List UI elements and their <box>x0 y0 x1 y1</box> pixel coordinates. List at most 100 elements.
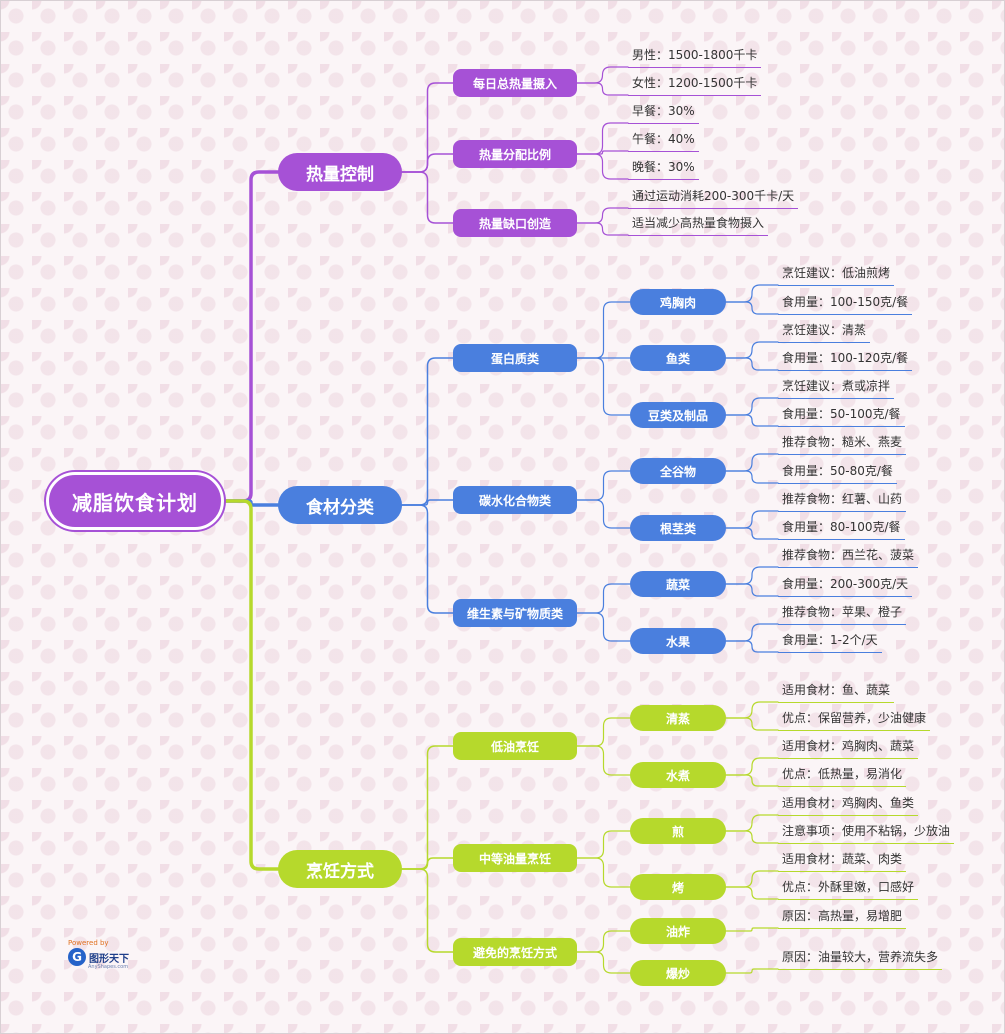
connector-root-2 <box>222 499 280 871</box>
connector-l2-1-2-0 <box>576 583 631 614</box>
leaf-0-1-1: 午餐：40% <box>628 131 699 152</box>
connector-l2-1-1-0 <box>576 470 631 501</box>
watermark-sub: AnyShapes.com <box>88 964 129 970</box>
category-node-1-1-label: 碳水化合物类 <box>478 493 551 508</box>
connector-l2-2-2-0 <box>576 930 631 953</box>
branch-node-0-label: 热量控制 <box>306 164 374 185</box>
item-node-2-2-1-label: 爆炒 <box>665 966 690 981</box>
leaf-1-0-2-1: 食用量：50-100克/餐 <box>778 406 905 427</box>
connector-leaf-0-1-2 <box>576 153 629 180</box>
leaf-1-2-0-0: 推荐食物：西兰花、菠菜 <box>778 547 919 568</box>
category-node-1-0-label: 蛋白质类 <box>490 351 539 366</box>
item-node-2-1-1[interactable]: 烤 <box>630 874 726 900</box>
item-node-1-2-0-label: 蔬菜 <box>665 577 690 592</box>
item-node-2-1-0[interactable]: 煎 <box>630 818 726 844</box>
leaf-1-0-0-1: 食用量：100-150克/餐 <box>778 294 913 315</box>
connector-leaf-2-0-1-1 <box>725 774 779 787</box>
item-node-1-2-1[interactable]: 水果 <box>630 628 726 654</box>
category-node-1-2[interactable]: 维生素与矿物质类 <box>453 599 577 627</box>
item-node-1-0-0-label: 鸡胸肉 <box>659 295 696 310</box>
item-node-2-2-0-label: 油炸 <box>665 924 690 939</box>
watermark-powered: Powered by <box>68 939 109 947</box>
connector-leaf-0-0-0 <box>576 66 629 84</box>
item-node-2-2-1[interactable]: 爆炒 <box>630 960 726 986</box>
connector-leaf-0-1-1 <box>576 150 629 155</box>
connector-l1-1-2 <box>401 504 454 614</box>
leaf-2-0-1-0: 适用食材：鸡胸肉、蔬菜 <box>778 738 919 759</box>
item-node-2-0-0-label: 清蒸 <box>665 711 690 726</box>
category-node-1-1[interactable]: 碳水化合物类 <box>453 486 577 514</box>
category-node-0-2[interactable]: 热量缺口创造 <box>453 209 577 237</box>
leaf-2-0-1-1: 优点：低热量，易消化 <box>778 766 907 787</box>
category-node-0-1[interactable]: 热量分配比例 <box>453 140 577 168</box>
connector-leaf-0-2-0 <box>576 207 629 224</box>
category-node-1-2-label: 维生素与矿物质类 <box>466 606 563 621</box>
connector-l1-2-0 <box>401 745 454 870</box>
connector-leaf-2-0-0-1 <box>725 717 779 731</box>
leaf-1-0-1-0: 烹饪建议：清蒸 <box>778 322 871 343</box>
leaf-2-0-0-1: 优点：保留营养，少油健康 <box>778 710 931 731</box>
connector-leaf-1-0-0-1 <box>725 301 779 315</box>
category-node-2-0-label: 低油烹饪 <box>490 739 539 754</box>
item-node-1-0-2[interactable]: 豆类及制品 <box>630 402 726 428</box>
connector-leaf-1-0-1-1 <box>725 357 779 371</box>
category-node-2-0[interactable]: 低油烹饪 <box>453 732 577 760</box>
leaf-0-0-0: 男性：1500-1800千卡 <box>628 47 762 68</box>
item-node-2-2-0[interactable]: 油炸 <box>630 918 726 944</box>
item-node-1-0-2-label: 豆类及制品 <box>647 408 708 423</box>
item-node-1-0-0[interactable]: 鸡胸肉 <box>630 289 726 315</box>
item-node-1-0-1-label: 鱼类 <box>665 351 690 366</box>
item-node-1-1-0[interactable]: 全谷物 <box>630 458 726 484</box>
leaf-1-0-2-0: 烹饪建议：煮或凉拌 <box>778 378 895 399</box>
branch-node-0[interactable]: 热量控制 <box>278 153 402 191</box>
connector-leaf-0-2-1 <box>576 222 629 236</box>
item-node-2-0-0[interactable]: 清蒸 <box>630 705 726 731</box>
connector-leaf-1-2-1-0 <box>725 623 779 642</box>
item-node-2-1-0-label: 煎 <box>671 824 684 839</box>
connector-l2-2-1-1 <box>576 857 631 888</box>
item-node-1-2-1-label: 水果 <box>665 634 690 649</box>
connector-leaf-2-2-1-0 <box>725 968 779 974</box>
item-node-2-1-1-label: 烤 <box>671 880 684 895</box>
leaf-2-2-0-0: 原因：高热量，易增肥 <box>778 908 907 929</box>
branch-node-2[interactable]: 烹饪方式 <box>278 850 402 888</box>
connector-leaf-1-0-0-0 <box>725 284 779 303</box>
leaf-2-1-0-1: 注意事项：使用不粘锅，少放油 <box>778 823 955 844</box>
connector-leaf-2-1-0-0 <box>725 814 779 832</box>
leaf-0-0-1: 女性：1200-1500千卡 <box>628 75 762 96</box>
connector-l2-2-0-1 <box>576 745 631 776</box>
watermark-brand: 图形天下 <box>89 953 129 965</box>
item-node-1-2-0[interactable]: 蔬菜 <box>630 571 726 597</box>
root-node[interactable]: 减脂饮食计划 <box>46 472 224 530</box>
category-node-0-2-label: 热量缺口创造 <box>478 216 551 231</box>
item-node-1-0-1[interactable]: 鱼类 <box>630 345 726 371</box>
connector-leaf-1-2-0-1 <box>725 583 779 597</box>
item-node-1-1-1[interactable]: 根茎类 <box>630 515 726 541</box>
category-node-2-2-label: 避免的烹饪方式 <box>472 945 557 960</box>
leaf-2-2-1-0: 原因：油量较大，营养流失多 <box>778 949 943 970</box>
item-node-2-0-1[interactable]: 水煮 <box>630 762 726 788</box>
connector-leaf-1-0-2-1 <box>725 414 779 427</box>
connector-leaf-1-1-0-0 <box>725 453 779 472</box>
leaf-1-0-0-0: 烹饪建议：低油煎烤 <box>778 265 895 286</box>
connector-l2-2-2-1 <box>576 951 631 974</box>
item-node-1-1-0-label: 全谷物 <box>659 464 696 479</box>
connector-l1-2-1 <box>401 857 454 870</box>
category-node-0-0[interactable]: 每日总热量摄入 <box>453 69 577 97</box>
branch-node-1[interactable]: 食材分类 <box>278 486 402 524</box>
connector-l1-0-1 <box>401 153 454 173</box>
category-node-2-1[interactable]: 中等油量烹饪 <box>453 844 577 872</box>
leaf-2-1-0-0: 适用食材：鸡胸肉、鱼类 <box>778 795 919 816</box>
connector-l2-1-2-1 <box>576 612 631 642</box>
item-node-2-0-1-label: 水煮 <box>665 768 690 783</box>
leaf-1-1-0-0: 推荐食物：糙米、燕麦 <box>778 434 907 455</box>
category-node-2-2[interactable]: 避免的烹饪方式 <box>453 938 577 966</box>
leaf-0-1-2: 晚餐：30% <box>628 159 699 180</box>
connector-leaf-2-0-1-0 <box>725 757 779 776</box>
connector-leaf-1-1-1-0 <box>725 510 779 529</box>
leaf-1-0-1-1: 食用量：100-120克/餐 <box>778 350 913 371</box>
leaf-2-0-0-0: 适用食材：鱼、蔬菜 <box>778 682 895 703</box>
category-node-2-1-label: 中等油量烹饪 <box>478 851 551 866</box>
category-node-1-0[interactable]: 蛋白质类 <box>453 344 577 372</box>
